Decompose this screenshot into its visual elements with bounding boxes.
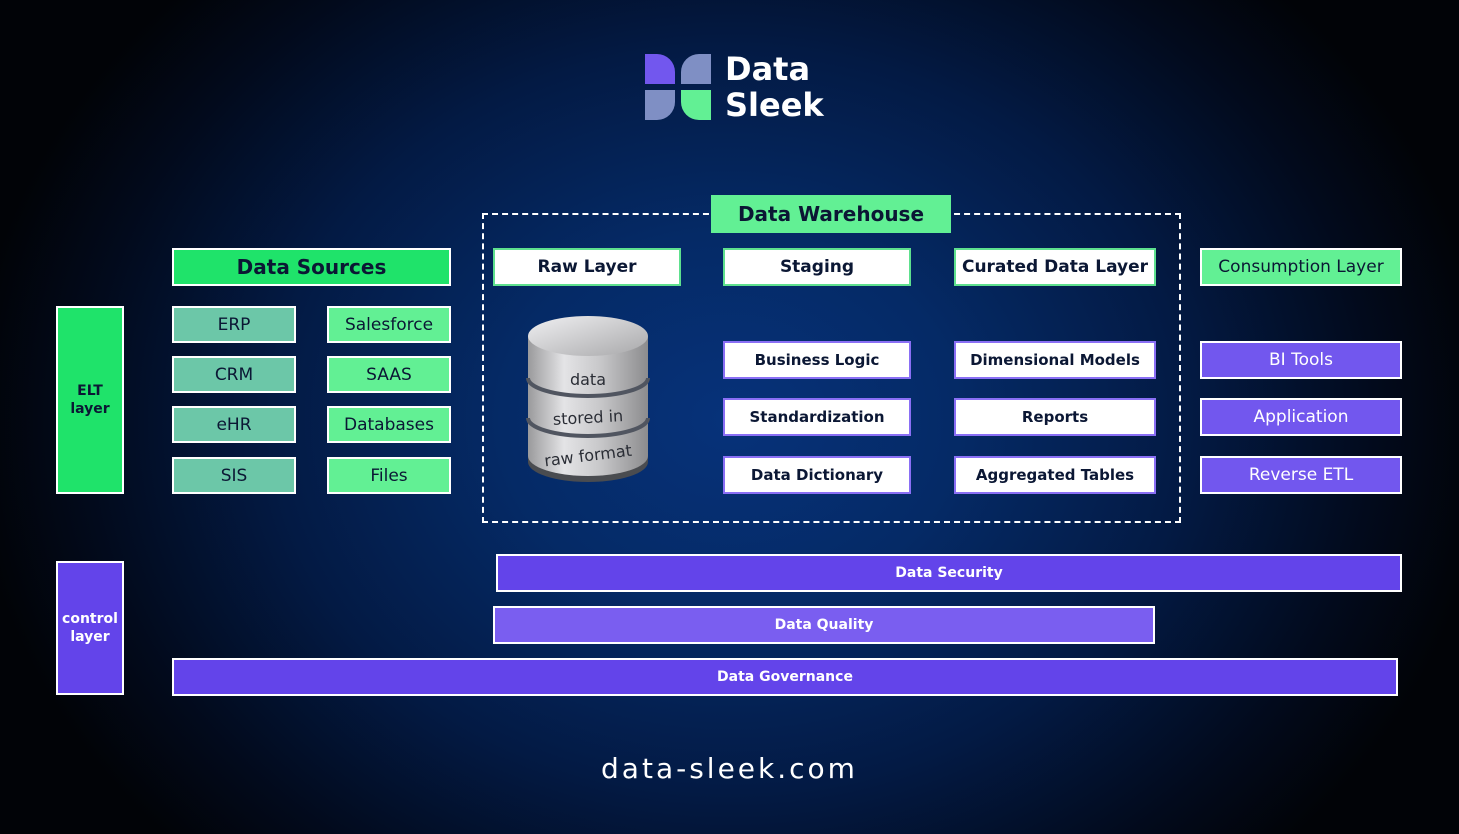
elt-layer-line1: ELT xyxy=(77,383,103,399)
database-cylinder: data stored in raw format xyxy=(526,312,650,488)
curated-aggregated-tables: Aggregated Tables xyxy=(954,456,1156,494)
data-quality-bar: Data Quality xyxy=(493,606,1155,644)
footer-url[interactable]: data-sleek.com xyxy=(601,752,858,785)
curated-layer-header: Curated Data Layer xyxy=(954,248,1156,286)
staging-header: Staging xyxy=(723,248,911,286)
staging-data-dictionary: Data Dictionary xyxy=(723,456,911,494)
curated-reports: Reports xyxy=(954,398,1156,436)
source-sis: SIS xyxy=(172,457,296,494)
source-databases: Databases xyxy=(327,406,451,443)
staging-standardization: Standardization xyxy=(723,398,911,436)
brand-name-line1: Data xyxy=(725,50,811,88)
database-icon xyxy=(526,316,650,482)
raw-layer-header: Raw Layer xyxy=(493,248,681,286)
source-erp: ERP xyxy=(172,306,296,343)
data-security-bar: Data Security xyxy=(496,554,1402,592)
logo: Data Sleek xyxy=(643,50,824,124)
data-sources-header: Data Sources xyxy=(172,248,451,286)
consumption-layer-header: Consumption Layer xyxy=(1200,248,1402,286)
source-crm: CRM xyxy=(172,356,296,393)
elt-layer: ELT layer xyxy=(56,306,124,494)
consumption-reverse-etl: Reverse ETL xyxy=(1200,456,1402,494)
data-governance-bar: Data Governance xyxy=(172,658,1398,696)
data-warehouse-header: Data Warehouse xyxy=(711,195,951,233)
control-layer-line1: control xyxy=(62,611,118,627)
consumption-bi-tools: BI Tools xyxy=(1200,341,1402,379)
data-sleek-logo-icon xyxy=(645,54,711,120)
curated-dimensional-models: Dimensional Models xyxy=(954,341,1156,379)
staging-business-logic: Business Logic xyxy=(723,341,911,379)
source-salesforce: Salesforce xyxy=(327,306,451,343)
control-layer-line2: layer xyxy=(70,629,110,645)
control-layer: control layer xyxy=(56,561,124,695)
brand-name-line2: Sleek xyxy=(725,86,824,124)
source-files: Files xyxy=(327,457,451,494)
source-saas: SAAS xyxy=(327,356,451,393)
source-ehr: eHR xyxy=(172,406,296,443)
db-label-line1: data xyxy=(569,370,607,389)
elt-layer-line2: layer xyxy=(70,401,110,417)
consumption-application: Application xyxy=(1200,398,1402,436)
